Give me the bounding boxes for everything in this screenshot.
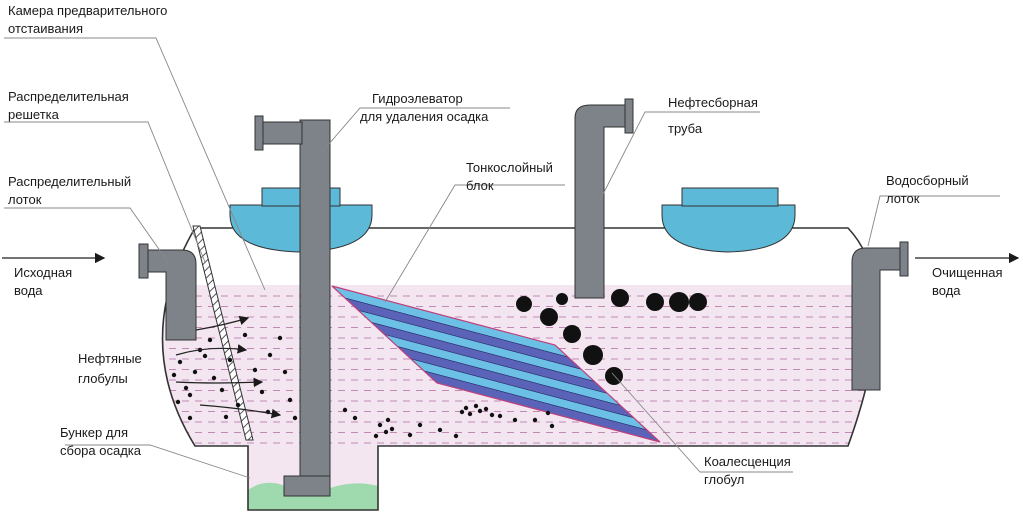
oil-globule	[463, 405, 469, 411]
oil-globule	[473, 403, 479, 409]
oil-globule	[383, 429, 389, 435]
label-chamber: Камера предварительного	[8, 3, 167, 18]
oil-globule	[242, 332, 248, 338]
oil-globule	[223, 414, 229, 420]
oil-globule-large	[583, 345, 603, 365]
oil-globule	[192, 369, 198, 375]
label-outlet-2: вода	[932, 283, 961, 298]
oil-globule	[207, 337, 213, 343]
oil-globule	[467, 411, 473, 417]
label-grate: Распределительная	[8, 89, 129, 104]
oil-globule	[287, 397, 293, 403]
oil-globule	[183, 385, 189, 391]
label-coalescence: Коалесценция	[704, 454, 791, 469]
oil-globule	[417, 422, 423, 428]
oil-globule	[235, 402, 241, 408]
label-chamber-2: отстаивания	[8, 21, 83, 36]
label-inlet: Исходная	[14, 265, 72, 280]
oil-globule	[187, 415, 193, 421]
label-tray-2: лоток	[8, 192, 42, 207]
hydro-elevator-pipe	[254, 115, 331, 497]
oil-globule	[282, 369, 288, 375]
label-bunker-2: сбора осадка	[60, 443, 142, 458]
oil-collecting-pipe	[574, 98, 634, 299]
flow-arrows	[175, 315, 282, 419]
oil-globule-large	[646, 293, 664, 311]
oil-globule	[175, 399, 181, 405]
oil-globule	[545, 410, 551, 416]
label-coalescence-2: глобул	[704, 472, 744, 487]
oil-globule	[342, 407, 348, 413]
oil-globule	[277, 335, 283, 341]
oil-globule	[292, 415, 298, 421]
oil-globule	[259, 389, 265, 395]
oil-globule	[497, 413, 503, 419]
oil-globule	[453, 433, 459, 439]
distribution-tray-pipe	[138, 243, 197, 341]
oil-globule	[437, 427, 443, 433]
oil-globules	[171, 289, 707, 439]
oil-globule-large	[563, 325, 581, 343]
label-bunker: Бункер для	[60, 425, 128, 440]
lamella-block	[331, 285, 661, 443]
oil-globule	[171, 372, 177, 378]
oil-globule	[477, 408, 483, 414]
oil-globule	[407, 432, 413, 438]
oil-globule-large	[689, 293, 707, 311]
oil-globule	[352, 415, 358, 421]
label-block-2: блок	[466, 178, 494, 193]
oil-globule-large	[611, 289, 629, 307]
oil-globule-large	[540, 308, 558, 326]
label-inlet-2: вода	[14, 283, 43, 298]
water-collector-pipe	[851, 241, 909, 391]
oil-globule	[483, 406, 489, 412]
oil-globule	[187, 392, 193, 398]
label-collector: Водосборный	[886, 173, 969, 188]
label-outlet: Очищенная	[932, 265, 1003, 280]
oil-globule	[252, 367, 258, 373]
oil-globule	[489, 412, 495, 418]
oil-globule-large	[669, 292, 689, 312]
oil-globule	[227, 357, 233, 363]
lamella-outline	[331, 285, 661, 443]
sediment	[248, 482, 378, 510]
oil-globule-large	[556, 293, 568, 305]
distribution-grate	[192, 225, 254, 441]
oil-globule	[549, 423, 555, 429]
label-tray: Распределительный	[8, 174, 131, 189]
oil-globule	[219, 387, 225, 393]
label-oilpipe: Нефтесборная	[668, 95, 758, 110]
oil-globule	[385, 417, 391, 423]
label-elevator: Гидроэлеватор	[372, 91, 463, 106]
label-oilpipe-2: труба	[668, 121, 703, 136]
oil-globule	[211, 375, 217, 381]
oil-globule	[532, 417, 538, 423]
inspection-hatch-right	[661, 187, 796, 253]
leader-lines	[4, 37, 1000, 479]
oil-globule-large	[516, 296, 532, 312]
label-oil-2: глобулы	[78, 371, 128, 386]
label-collector-2: лоток	[886, 191, 920, 206]
label-grate-2: решетка	[8, 107, 60, 122]
label-oil: Нефтяные	[78, 351, 142, 366]
oil-globule	[389, 426, 395, 432]
oil-globule	[512, 417, 518, 423]
label-elevator-2: для удаления осадка	[360, 109, 489, 124]
oil-globule	[267, 352, 273, 358]
oil-globule	[459, 409, 465, 415]
oil-globule	[202, 353, 208, 359]
oil-globule	[377, 422, 383, 428]
oil-globule	[373, 433, 379, 439]
label-block: Тонкослойный	[466, 160, 553, 175]
oil-globule	[177, 359, 183, 365]
